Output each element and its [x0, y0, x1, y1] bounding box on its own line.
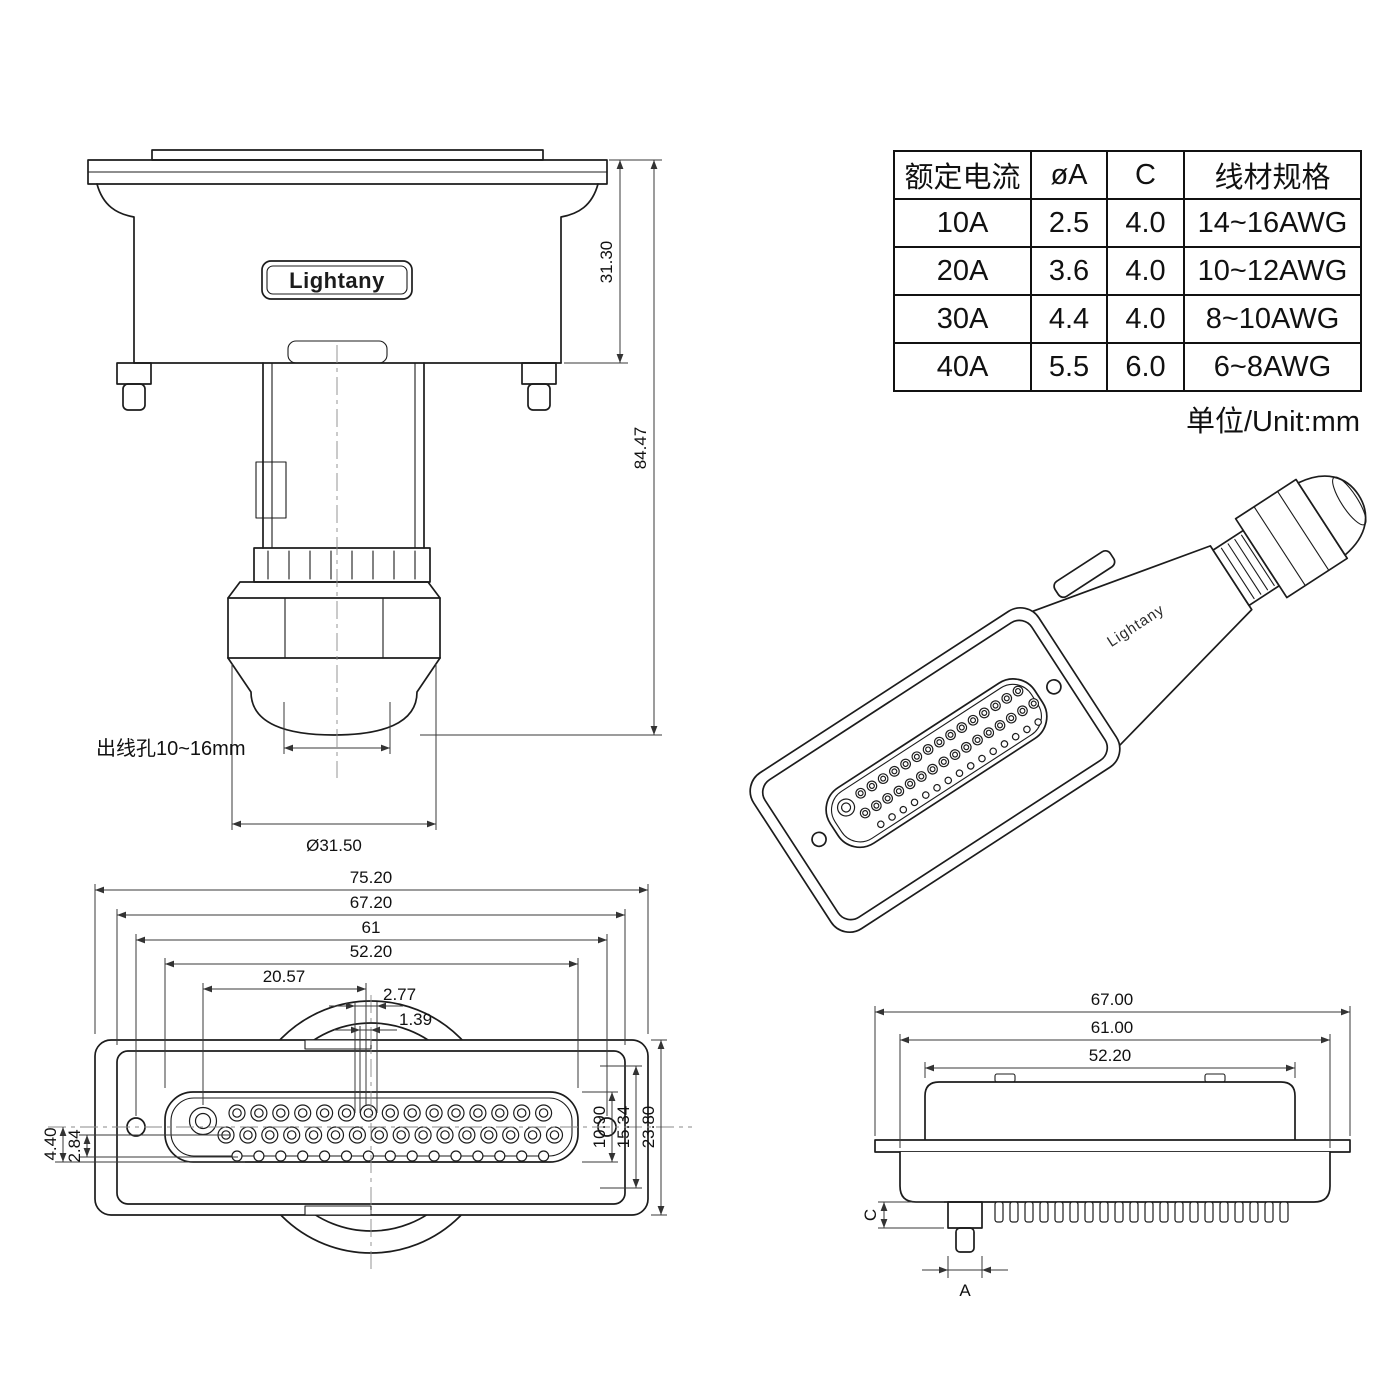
front-pin-row-3 [231, 1150, 550, 1162]
iso-pin-row-3 [877, 718, 1042, 829]
dim-left-inner: 2.84 [65, 1129, 84, 1162]
front-view: 75.20 67.20 61 52.20 20.57 2.77 1.39 10.… [41, 868, 692, 1272]
dim-tail-width-label: A [959, 1281, 971, 1300]
spec-cell: 4.0 [1106, 246, 1185, 296]
brand-plate: Lightany [261, 260, 413, 300]
spec-cell: 14~16AWG [1183, 198, 1362, 248]
rear-view: 67.00 61.00 52.20 C A [861, 990, 1351, 1300]
spec-header-row: 额定电流 øA C 线材规格 [893, 150, 1362, 200]
dim-face-height: 15.34 [614, 1106, 633, 1149]
side-view-dimensions: 31.30 84.47 出线孔10~16mm Ø31.50 [96, 159, 662, 855]
iso-pin-row-1 [855, 685, 1024, 799]
side-view: Lightany 31.30 84.47 出线孔10~16mm Ø31.50 [87, 149, 662, 855]
iso-screw-hole-right [1046, 678, 1062, 695]
cable-hole-label: 出线孔10~16mm [96, 737, 246, 760]
spec-header-dia-a: øA [1030, 150, 1108, 200]
dim-pin-span: 20.57 [263, 967, 306, 986]
spec-cell: 4.4 [1030, 294, 1108, 344]
spec-row-30a: 30A 4.4 4.0 8~10AWG [893, 294, 1362, 344]
dim-overall-width: 75.20 [350, 868, 393, 887]
solder-tails [994, 1201, 1289, 1223]
spec-cell: 30A [893, 294, 1032, 344]
spec-cell: 8~10AWG [1183, 294, 1362, 344]
spec-cell: 20A [893, 246, 1032, 296]
brand-plate-frame [261, 260, 413, 300]
iso-pin-row-2 [859, 698, 1040, 819]
front-view-dimensions: 75.20 67.20 61 52.20 20.57 2.77 1.39 10.… [41, 868, 667, 1216]
unit-note: 单位/Unit:mm [1185, 406, 1360, 438]
dim-row-offset: 1.39 [399, 1010, 432, 1029]
dim-body-width: 67.20 [350, 893, 393, 912]
spec-cell: 40A [893, 342, 1032, 392]
isometric-view: Lightany [749, 475, 1367, 934]
spec-header-wire-gauge: 线材规格 [1183, 150, 1362, 200]
gland-dome [227, 657, 441, 736]
dim-overall-height: 23.80 [639, 1106, 658, 1149]
dim-pin-pitch: 2.77 [383, 985, 416, 1004]
dim-tail-length-label: C [861, 1209, 880, 1221]
spec-cell: 6~8AWG [1183, 342, 1362, 392]
iso-gland-dome [1297, 475, 1367, 556]
shell-body [924, 1081, 1296, 1141]
spec-cell: 10~12AWG [1183, 246, 1362, 296]
spec-cell: 4.0 [1106, 294, 1185, 344]
spec-cell: 5.5 [1030, 342, 1108, 392]
mounting-flange [874, 1139, 1351, 1153]
dim-rear-shell-width: 52.20 [1089, 1046, 1132, 1065]
spec-row-10a: 10A 2.5 4.0 14~16AWG [893, 198, 1362, 248]
spec-cell: 4.0 [1106, 198, 1185, 248]
dim-insert-width: 52.20 [350, 942, 393, 961]
rear-body [899, 1151, 1331, 1203]
spec-header-c: C [1106, 150, 1185, 200]
spec-row-40a: 40A 5.5 6.0 6~8AWG [893, 342, 1362, 392]
spec-cell: 2.5 [1030, 198, 1108, 248]
rear-view-outline [874, 1073, 1351, 1253]
front-pin-large [188, 1106, 218, 1136]
dim-housing-height: 31.30 [597, 241, 616, 284]
iso-pin-large [836, 798, 856, 817]
spec-cell: 3.6 [1030, 246, 1108, 296]
brand-logo-text: Lightany [289, 268, 385, 293]
dim-screw-span: 61 [362, 918, 381, 937]
power-contact-tail [947, 1201, 983, 1229]
side-view-outline [87, 149, 608, 736]
spec-cell: 6.0 [1106, 342, 1185, 392]
dim-rear-body-width: 61.00 [1091, 1018, 1134, 1037]
spec-table: 额定电流 øA C 线材规格 10A 2.5 4.0 14~16AWG 20A … [893, 150, 1362, 392]
dim-total-height: 84.47 [631, 427, 650, 470]
dim-gland-diameter: Ø31.50 [306, 836, 362, 855]
iso-screw-hole-left [811, 831, 827, 848]
dim-rear-overall-width: 67.00 [1091, 990, 1134, 1009]
front-pin-row-1 [228, 1104, 553, 1122]
dim-left-outer: 4.40 [41, 1127, 60, 1160]
gland-ring [227, 581, 441, 599]
rear-view-dimensions: 67.00 61.00 52.20 C A [861, 990, 1351, 1300]
spec-row-20a: 20A 3.6 4.0 10~12AWG [893, 246, 1362, 296]
dim-insert-height: 10.90 [590, 1106, 609, 1149]
spec-header-rated-current: 额定电流 [893, 150, 1032, 200]
spec-cell: 10A [893, 198, 1032, 248]
